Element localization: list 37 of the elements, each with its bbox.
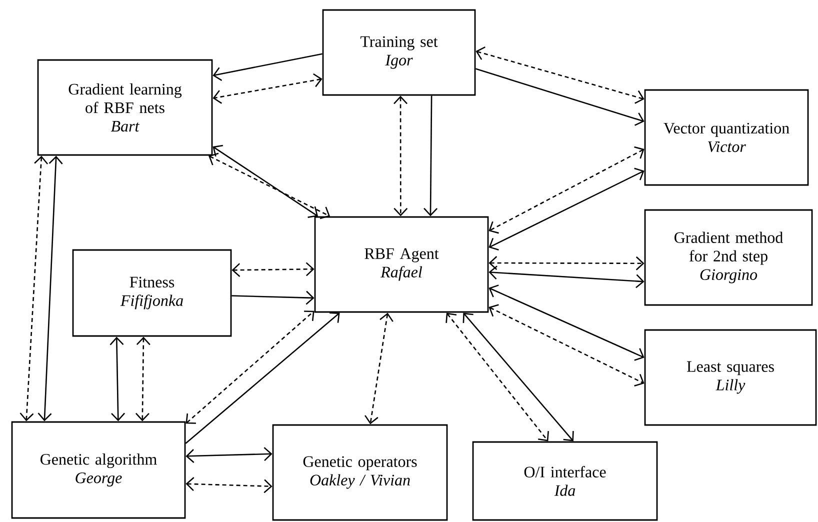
arrow <box>185 312 340 444</box>
dashed-arrow <box>186 477 272 494</box>
process-box: Genetic operators Oakley / Vivian <box>272 424 448 521</box>
arrow <box>186 447 272 463</box>
arrow <box>488 266 644 288</box>
process-box: Gradient method for 2nd step Giorgino <box>644 209 813 306</box>
arrow <box>110 336 126 422</box>
dashed-arrow <box>394 96 408 216</box>
arrow <box>212 144 318 218</box>
dashed-arrow <box>208 152 330 220</box>
dashed-arrow <box>364 312 394 424</box>
process-box: Fitness Fififjonka <box>72 249 232 337</box>
arrow <box>488 168 644 250</box>
dashed-arrow <box>488 304 644 386</box>
dashed-arrow <box>476 46 644 104</box>
process-box: RBF Agent Rafael <box>314 216 489 313</box>
dashed-arrow <box>232 262 314 278</box>
dashed-arrow <box>186 310 314 424</box>
process-box: Genetic algorithm George <box>11 421 186 519</box>
arrow <box>476 68 644 126</box>
arrow <box>232 290 314 305</box>
process-box: Training set Igor <box>322 9 476 96</box>
dashed-arrow <box>488 146 644 234</box>
dashed-arrow <box>488 256 644 270</box>
dashed-arrow <box>212 73 322 104</box>
process-box: Gradient learning of RBF nets Bart <box>37 59 213 156</box>
process-box: O/I interface Ida <box>472 441 658 521</box>
process-box: Least squares Lilly <box>644 329 817 426</box>
arrow <box>424 96 438 216</box>
arrow <box>38 156 63 422</box>
process-box: Vector quantization Victor <box>644 89 809 186</box>
arrow <box>488 284 644 361</box>
arrow <box>212 53 322 81</box>
dashed-arrow <box>135 336 150 422</box>
arrow <box>462 312 574 442</box>
dashed-arrow <box>446 312 549 442</box>
dashed-arrow <box>20 156 48 422</box>
